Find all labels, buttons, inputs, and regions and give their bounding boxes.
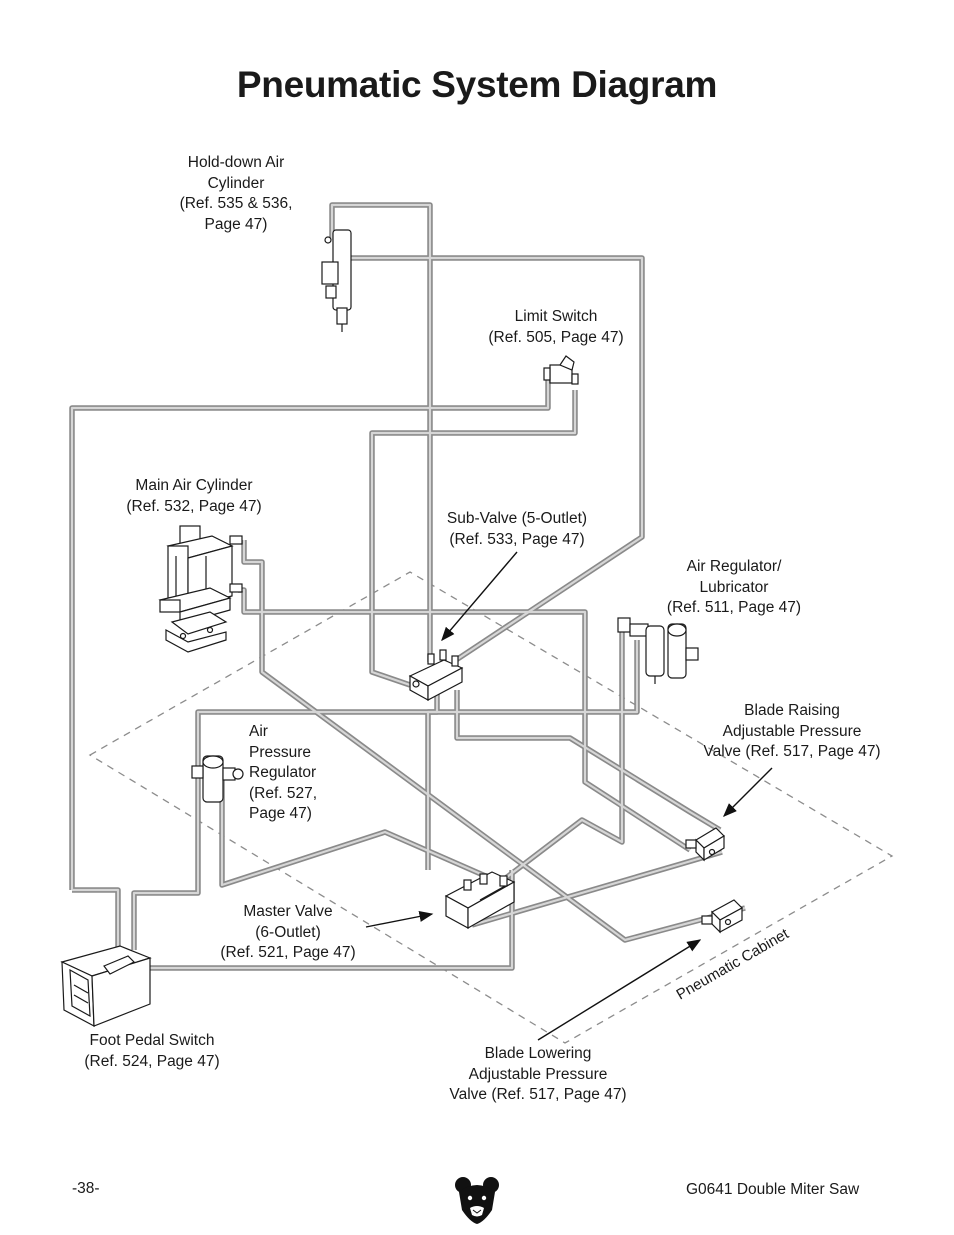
pneumatic-cabinet-label: Pneumatic Cabinet <box>674 925 793 1004</box>
sub-valve <box>408 649 464 702</box>
page-number: -38- <box>72 1180 100 1197</box>
pneumatic-cabinet-outline <box>88 571 894 1044</box>
label-limit-switch: Limit Switch (Ref. 505, Page 47) <box>488 308 624 346</box>
blade-raising-valve <box>685 827 725 862</box>
blade-lowering-valve <box>701 899 743 934</box>
master-valve <box>444 871 516 930</box>
arrow-sub-valve <box>441 551 518 642</box>
leader-arrows <box>365 551 773 1041</box>
label-air-regulator-lubricator: Air Regulator/ Lubricator (Ref. 511, Pag… <box>666 558 802 616</box>
hold-down-air-cylinder <box>321 229 352 332</box>
manual-title: G0641 Double Miter Saw <box>686 1181 860 1198</box>
label-master-valve: Master Valve (6-Outlet) (Ref. 521, Page … <box>220 903 356 961</box>
hose-lines <box>69 202 746 971</box>
label-sub-valve: Sub-Valve (5-Outlet) (Ref. 533, Page 47) <box>446 510 588 548</box>
label-blade-lowering-valve: Blade Lowering Adjustable Pressure Valve… <box>449 1045 627 1103</box>
arrow-blade-raising <box>723 767 773 817</box>
foot-pedal-switch <box>60 945 152 1028</box>
arrow-master-valve <box>365 910 434 928</box>
arrow-blade-lowering <box>537 939 702 1041</box>
air-regulator-lubricator <box>617 617 699 684</box>
air-pressure-regulator <box>191 755 244 803</box>
grizzly-bear-head-icon <box>455 1177 499 1224</box>
page-title: Pneumatic System Diagram <box>236 64 718 105</box>
main-air-cylinder <box>158 525 243 653</box>
label-foot-pedal-switch: Foot Pedal Switch (Ref. 524, Page 47) <box>84 1032 220 1070</box>
label-hold-down-air-cylinder: Hold-down Air Cylinder (Ref. 535 & 536, … <box>179 154 293 233</box>
label-main-air-cylinder: Main Air Cylinder (Ref. 532, Page 47) <box>126 477 262 515</box>
label-blade-raising-valve: Blade Raising Adjustable Pressure Valve … <box>703 702 881 760</box>
label-air-pressure-regulator: Air Pressure Regulator (Ref. 527, Page 4… <box>249 723 318 822</box>
limit-switch <box>543 355 579 385</box>
